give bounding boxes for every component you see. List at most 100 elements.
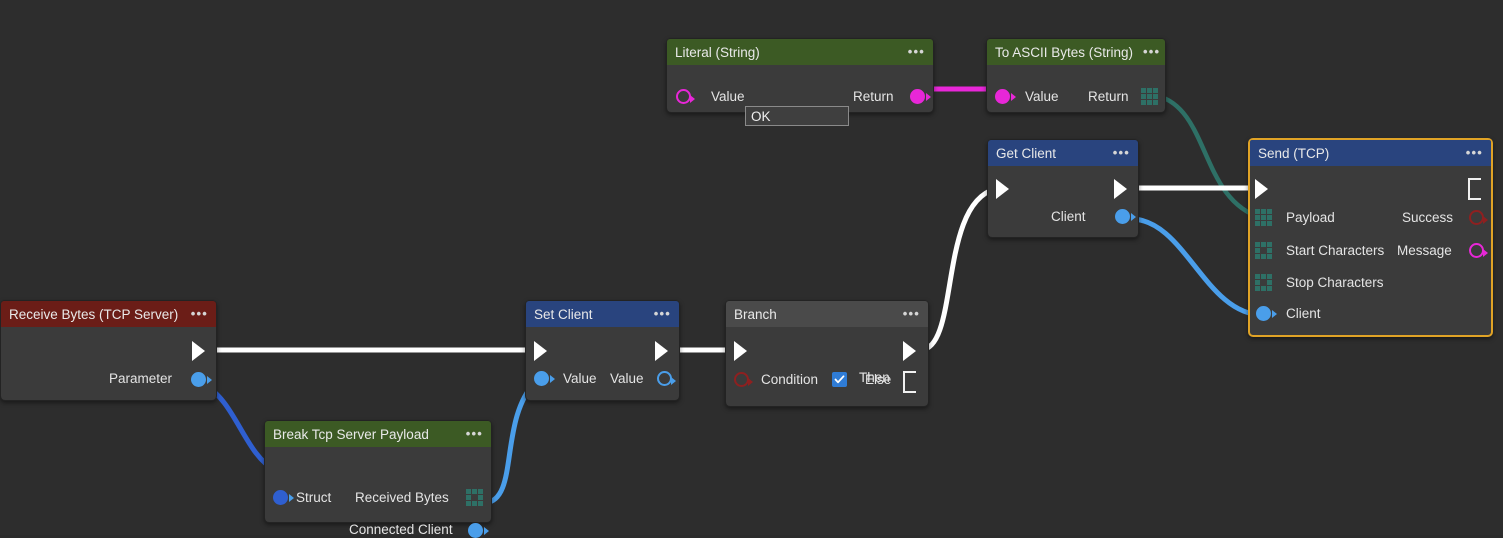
node-set-client[interactable]: Set Client ••• Value Value <box>525 300 680 401</box>
node-menu-icon-break-payload[interactable]: ••• <box>465 426 483 441</box>
dot-icon <box>273 490 294 505</box>
node-literal-string[interactable]: Literal (String) ••• Value OK Return <box>666 38 934 126</box>
node-to-ascii-bytes[interactable]: To ASCII Bytes (String) ••• Value Return <box>986 38 1166 113</box>
node-menu-icon-receive-bytes[interactable]: ••• <box>190 306 208 321</box>
node-receive-bytes-tcp-server[interactable]: Receive Bytes (TCP Server) ••• Parameter <box>0 300 217 401</box>
port-send-payload-in[interactable] <box>1255 209 1272 226</box>
port-send-exec-in[interactable] <box>1255 179 1268 199</box>
node-title-get-client: Get Client <box>996 145 1057 161</box>
array-grid-icon <box>1255 209 1272 226</box>
label-set-client-value-in: Value <box>563 371 597 386</box>
node-title-literal: Literal (String) <box>675 44 760 60</box>
exec-arrow-icon <box>734 341 747 361</box>
label-send-payload: Payload <box>1286 210 1335 225</box>
port-send-exec-out[interactable] <box>1468 178 1481 200</box>
port-branch-then-out[interactable] <box>903 341 916 361</box>
exec-arrow-icon <box>192 341 205 361</box>
ring-icon <box>657 371 676 386</box>
node-title-break-payload: Break Tcp Server Payload <box>273 426 429 442</box>
node-menu-icon-to-ascii[interactable]: ••• <box>1143 44 1161 59</box>
node-menu-icon-get-client[interactable]: ••• <box>1112 145 1130 160</box>
port-branch-condition-in[interactable] <box>734 372 753 387</box>
node-break-tcp-server-payload[interactable]: Break Tcp Server Payload ••• Struct Rece… <box>264 420 492 538</box>
port-to-ascii-value-in[interactable] <box>995 89 1016 104</box>
node-body-to-ascii: Value Return <box>987 65 1165 112</box>
node-menu-icon-send-tcp[interactable]: ••• <box>1465 145 1483 160</box>
label-literal-value: Value <box>711 89 745 104</box>
node-header-to-ascii[interactable]: To ASCII Bytes (String) ••• <box>987 39 1165 65</box>
node-menu-icon-branch[interactable]: ••• <box>902 306 920 321</box>
port-break-received-bytes-out[interactable] <box>466 489 483 506</box>
exec-arrow-icon <box>1114 179 1127 199</box>
node-get-client[interactable]: Get Client ••• Client <box>987 139 1139 238</box>
node-header-set-client[interactable]: Set Client ••• <box>526 301 679 327</box>
dot-icon <box>910 89 931 104</box>
array-grid-icon <box>1141 88 1158 105</box>
port-literal-return-out[interactable] <box>910 89 931 104</box>
node-header-break-payload[interactable]: Break Tcp Server Payload ••• <box>265 421 491 447</box>
label-break-struct: Struct <box>296 490 332 505</box>
node-title-send-tcp: Send (TCP) <box>1258 145 1330 161</box>
exec-arrow-hollow-icon <box>903 371 916 393</box>
port-get-client-client-out[interactable] <box>1115 209 1136 224</box>
node-body-receive-bytes: Parameter <box>1 327 216 400</box>
node-header-receive-bytes[interactable]: Receive Bytes (TCP Server) ••• <box>1 301 216 327</box>
port-literal-value-in[interactable] <box>676 89 695 104</box>
node-menu-icon-set-client[interactable]: ••• <box>653 306 671 321</box>
label-send-start-characters: Start Characters <box>1286 243 1385 258</box>
port-to-ascii-return-out[interactable] <box>1141 88 1158 105</box>
port-set-client-value-in[interactable] <box>534 371 555 386</box>
wire-branch-then-getclient <box>920 186 996 353</box>
exec-arrow-icon <box>996 179 1009 199</box>
literal-value-input[interactable]: OK <box>745 106 849 126</box>
port-get-client-exec-in[interactable] <box>996 179 1009 199</box>
exec-arrow-hollow-icon <box>1468 178 1481 200</box>
branch-condition-checkbox[interactable] <box>832 372 847 387</box>
node-body-literal: Value OK Return <box>667 65 933 126</box>
node-header-branch[interactable]: Branch ••• <box>726 301 928 327</box>
node-menu-icon-literal[interactable]: ••• <box>907 44 925 59</box>
port-break-struct-in[interactable] <box>273 490 294 505</box>
node-title-set-client: Set Client <box>534 306 593 322</box>
node-send-tcp[interactable]: Send (TCP) ••• Payload Success Start Cha… <box>1248 138 1493 337</box>
label-send-success: Success <box>1402 210 1454 225</box>
port-receive-parameter-out[interactable] <box>191 372 212 387</box>
port-send-stop-characters-in[interactable] <box>1255 274 1272 291</box>
array-grid-icon <box>1255 242 1272 259</box>
port-branch-else-out[interactable] <box>903 371 916 393</box>
port-receive-exec-out[interactable] <box>192 341 205 361</box>
port-break-connected-client-out[interactable] <box>468 523 489 538</box>
dot-icon <box>1256 306 1277 321</box>
node-header-send-tcp[interactable]: Send (TCP) ••• <box>1250 140 1491 166</box>
ring-icon <box>1469 210 1488 225</box>
exec-arrow-icon <box>534 341 547 361</box>
exec-arrow-icon <box>1255 179 1268 199</box>
label-break-received-bytes: Received Bytes <box>355 490 449 505</box>
port-send-message-out[interactable] <box>1469 243 1488 258</box>
dot-icon <box>1115 209 1136 224</box>
node-body-send-tcp: Payload Success Start Characters Message… <box>1250 166 1491 335</box>
label-send-message: Message <box>1397 243 1452 258</box>
port-set-client-value-out[interactable] <box>657 371 676 386</box>
port-branch-exec-in[interactable] <box>734 341 747 361</box>
port-send-success-out[interactable] <box>1469 210 1488 225</box>
label-break-connected-client: Connected Client <box>349 522 453 537</box>
node-header-literal[interactable]: Literal (String) ••• <box>667 39 933 65</box>
port-get-client-exec-out[interactable] <box>1114 179 1127 199</box>
label-to-ascii-value: Value <box>1025 89 1059 104</box>
node-body-set-client: Value Value <box>526 327 679 400</box>
dot-icon <box>468 523 489 538</box>
label-branch-else: Else <box>865 372 892 387</box>
port-send-start-characters-in[interactable] <box>1255 242 1272 259</box>
port-set-client-exec-in[interactable] <box>534 341 547 361</box>
label-branch-then: Then <box>859 370 890 385</box>
wire-ascii-to-payload <box>1157 93 1263 221</box>
node-body-get-client: Client <box>988 166 1138 237</box>
ring-icon <box>676 89 695 104</box>
port-send-client-in[interactable] <box>1256 306 1277 321</box>
node-header-get-client[interactable]: Get Client ••• <box>988 140 1138 166</box>
port-set-client-exec-out[interactable] <box>655 341 668 361</box>
label-receive-parameter: Parameter <box>109 371 173 386</box>
node-branch[interactable]: Branch ••• Then Condition Else <box>725 300 929 407</box>
